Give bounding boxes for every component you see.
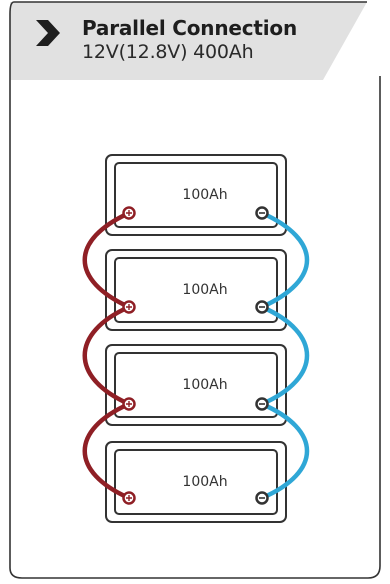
positive-terminal-icon (122, 206, 136, 220)
negative-wire-2-3 (259, 304, 310, 407)
positive-wire-1-3 (82, 210, 132, 310)
positive-wire-2-4 (82, 304, 132, 407)
negative-terminal-icon (255, 397, 269, 411)
header: Parallel Connection 12V(12.8V) 400Ah (82, 16, 297, 64)
battery-2: 100Ah (105, 249, 287, 331)
battery-label: 100Ah (182, 187, 227, 203)
header-band (10, 2, 367, 80)
page-subtitle: 12V(12.8V) 400Ah (82, 41, 254, 63)
page-title: Parallel Connection (82, 16, 297, 40)
positive-terminal-icon (122, 491, 136, 505)
positive-terminal-icon (122, 397, 136, 411)
positive-wires (82, 210, 132, 501)
negative-wire-1-2 (259, 210, 310, 310)
negative-terminal-icon (255, 206, 269, 220)
card-outline (9, 1, 381, 579)
negative-wire-3-4 (259, 401, 310, 501)
chevron-right-icon (36, 20, 60, 46)
battery-label: 100Ah (182, 377, 227, 393)
battery-inner (114, 162, 278, 228)
battery-inner (114, 449, 278, 515)
battery-inner (114, 352, 278, 418)
battery-1: 100Ah (105, 154, 287, 236)
positive-terminal-icon (122, 300, 136, 314)
battery-4: 100Ah (105, 441, 287, 523)
positive-wire-3-5 (82, 401, 132, 501)
battery-label: 100Ah (182, 282, 227, 298)
negative-terminal-icon (255, 491, 269, 505)
battery-3: 100Ah (105, 344, 287, 426)
negative-terminal-icon (255, 300, 269, 314)
negative-wires (259, 210, 310, 501)
battery-inner (114, 257, 278, 323)
battery-label: 100Ah (182, 474, 227, 490)
